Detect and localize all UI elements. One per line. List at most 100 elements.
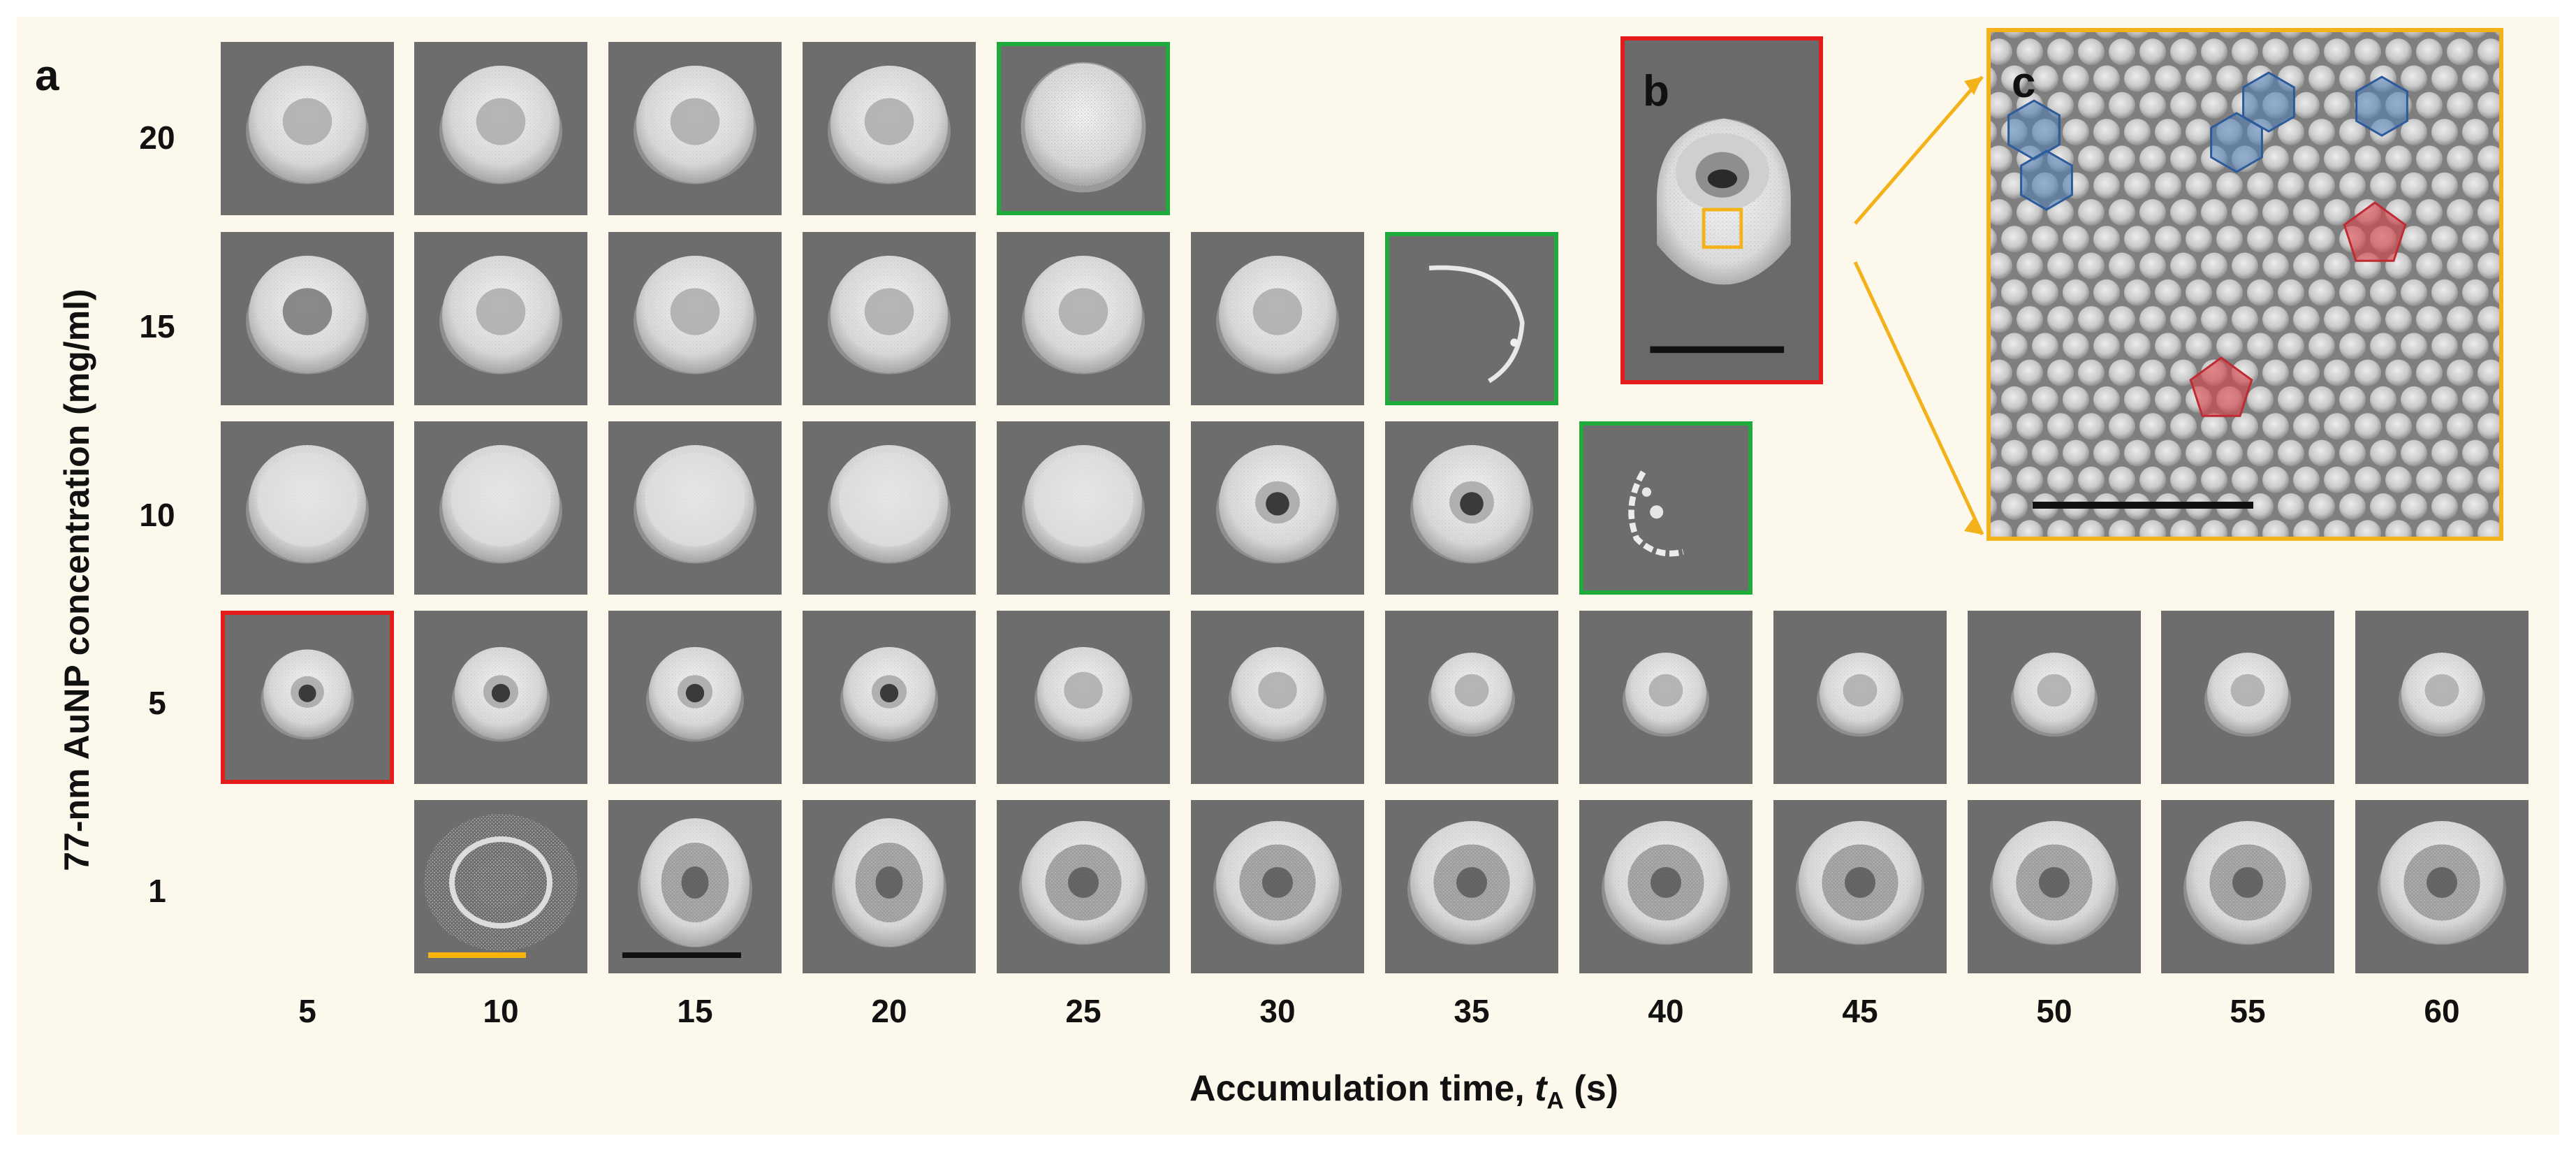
- sem-structure-donut-small: [1773, 611, 1947, 784]
- sem-tile-15mgml-20s: [803, 232, 976, 405]
- column-label-35: 35: [1454, 993, 1490, 1029]
- sem-structure-donut: [414, 232, 587, 405]
- sem-structure-ring-porous: [997, 800, 1170, 973]
- sem-tile-1mgml-50s: [1968, 800, 2141, 973]
- sem-tile-1mgml-25s: [997, 800, 1170, 973]
- y-axis-title: 77-nm AuNP concentration (mg/ml): [57, 289, 96, 871]
- hexagon-marker-4: [2355, 75, 2408, 137]
- sem-structure-donut: [803, 232, 976, 405]
- panel-b-label: b: [1643, 67, 1669, 115]
- sem-tile-1mgml-15s: [608, 800, 782, 973]
- sem-tile-10mgml-25s: [997, 421, 1170, 595]
- row-label-1: 1: [148, 873, 166, 909]
- sem-tile-15mgml-15s: [608, 232, 782, 405]
- sem-tile-5mgml-5s: [221, 611, 394, 784]
- sem-structure-ring-porous: [2161, 800, 2334, 973]
- sem-tile-5mgml-30s: [1191, 611, 1364, 784]
- scale-bar-black: [622, 952, 741, 958]
- sem-structure-donut: [1191, 611, 1364, 784]
- sem-structure-disc: [803, 421, 976, 595]
- panel-c-nanoparticle-lattice: [1991, 32, 2499, 537]
- sem-structure-ring-porous: [1773, 800, 1947, 973]
- sem-tile-15mgml-10s: [414, 232, 587, 405]
- sem-tile-5mgml-40s: [1579, 611, 1752, 784]
- x-axis-title-prefix: Accumulation time,: [1190, 1068, 1535, 1109]
- sem-tile-1mgml-60s: [2355, 800, 2529, 973]
- sem-tile-5mgml-25s: [997, 611, 1170, 784]
- sem-tile-10mgml-20s: [803, 421, 976, 595]
- sem-tile-5mgml-20s: [803, 611, 976, 784]
- panel-c-sem-zoom: c: [1986, 28, 2503, 541]
- column-label-10: 10: [483, 993, 519, 1029]
- sem-structure-ring-porous: [1385, 800, 1558, 973]
- sem-tile-1mgml-40s: [1579, 800, 1752, 973]
- column-label-40: 40: [1648, 993, 1684, 1029]
- row-label-20: 20: [139, 119, 175, 156]
- row-label-15: 15: [139, 308, 175, 344]
- sem-structure-ring-porous: [1968, 800, 2141, 973]
- sem-structure-donut-small: [2355, 611, 2529, 784]
- sem-tile-5mgml-45s: [1773, 611, 1947, 784]
- sem-tile-1mgml-55s: [2161, 800, 2334, 973]
- sem-tile-10mgml-15s: [608, 421, 782, 595]
- row-label-5: 5: [148, 685, 166, 721]
- column-label-50: 50: [2036, 993, 2072, 1029]
- sem-tile-1mgml-45s: [1773, 800, 1947, 973]
- sem-structure-donut-small: [1968, 611, 2141, 784]
- sem-tile-20mgml-25s: [997, 42, 1170, 215]
- hexagon-marker-1: [2020, 150, 2073, 211]
- column-label-15: 15: [677, 993, 713, 1029]
- x-axis-title-suffix: (s): [1563, 1068, 1618, 1109]
- sem-structure-disc: [414, 421, 587, 595]
- sem-tile-1mgml-20s: [803, 800, 976, 973]
- column-label-55: 55: [2230, 993, 2266, 1029]
- sem-structure-donut-hole: [225, 615, 390, 780]
- sem-tile-10mgml-30s: [1191, 421, 1364, 595]
- pentagon-marker-0: [2343, 201, 2407, 262]
- column-label-30: 30: [1259, 993, 1296, 1029]
- x-axis-title-subscript: A: [1546, 1087, 1564, 1114]
- column-label-60: 60: [2424, 993, 2460, 1029]
- sem-tile-15mgml-30s: [1191, 232, 1364, 405]
- panel-b-donut-structure: [1625, 43, 1819, 377]
- sem-structure-donut-hole: [608, 611, 782, 784]
- sem-structure-donut: [414, 42, 587, 215]
- sem-tile-5mgml-35s: [1385, 611, 1558, 784]
- sem-tile-10mgml-40s: [1579, 421, 1752, 595]
- sem-structure-donut-hole: [1191, 421, 1364, 595]
- sem-structure-donut-small: [1579, 611, 1752, 784]
- sem-tile-5mgml-55s: [2161, 611, 2334, 784]
- sem-structure-donut: [221, 42, 394, 215]
- sem-structure-donut: [997, 611, 1170, 784]
- sem-tile-10mgml-35s: [1385, 421, 1558, 595]
- hexagon-marker-3: [2210, 112, 2263, 173]
- sem-structure-ring-porous: [1191, 800, 1364, 973]
- column-label-45: 45: [1842, 993, 1878, 1029]
- sem-structure-donut-deep: [221, 232, 394, 405]
- sem-structure-ring-scatter: [414, 800, 587, 973]
- column-label-25: 25: [1065, 993, 1102, 1029]
- sem-structure-donut-hole: [803, 611, 976, 784]
- sem-tile-20mgml-5s: [221, 42, 394, 215]
- sem-structure-donut: [803, 42, 976, 215]
- sem-tile-1mgml-35s: [1385, 800, 1558, 973]
- panel-b-sem-image: b: [1620, 36, 1823, 384]
- sem-tile-10mgml-10s: [414, 421, 587, 595]
- sem-structure-donut: [608, 232, 782, 405]
- column-label-20: 20: [871, 993, 907, 1029]
- sem-tile-20mgml-15s: [608, 42, 782, 215]
- sem-structure-donut: [1191, 232, 1364, 405]
- sem-structure-donut-small: [2161, 611, 2334, 784]
- panel-a-label: a: [35, 52, 59, 100]
- sem-tile-1mgml-30s: [1191, 800, 1364, 973]
- sem-structure-ring-porous: [1579, 800, 1752, 973]
- sem-tile-5mgml-50s: [1968, 611, 2141, 784]
- sem-tile-10mgml-5s: [221, 421, 394, 595]
- sem-tile-15mgml-25s: [997, 232, 1170, 405]
- sem-tile-20mgml-20s: [803, 42, 976, 215]
- sem-structure-fragment-debris: [1583, 426, 1748, 590]
- x-axis-title: Accumulation time, tA (s): [1190, 1068, 1618, 1114]
- sem-structure-donut: [997, 232, 1170, 405]
- sem-tile-5mgml-60s: [2355, 611, 2529, 784]
- panel-c-label: c: [2012, 59, 2036, 107]
